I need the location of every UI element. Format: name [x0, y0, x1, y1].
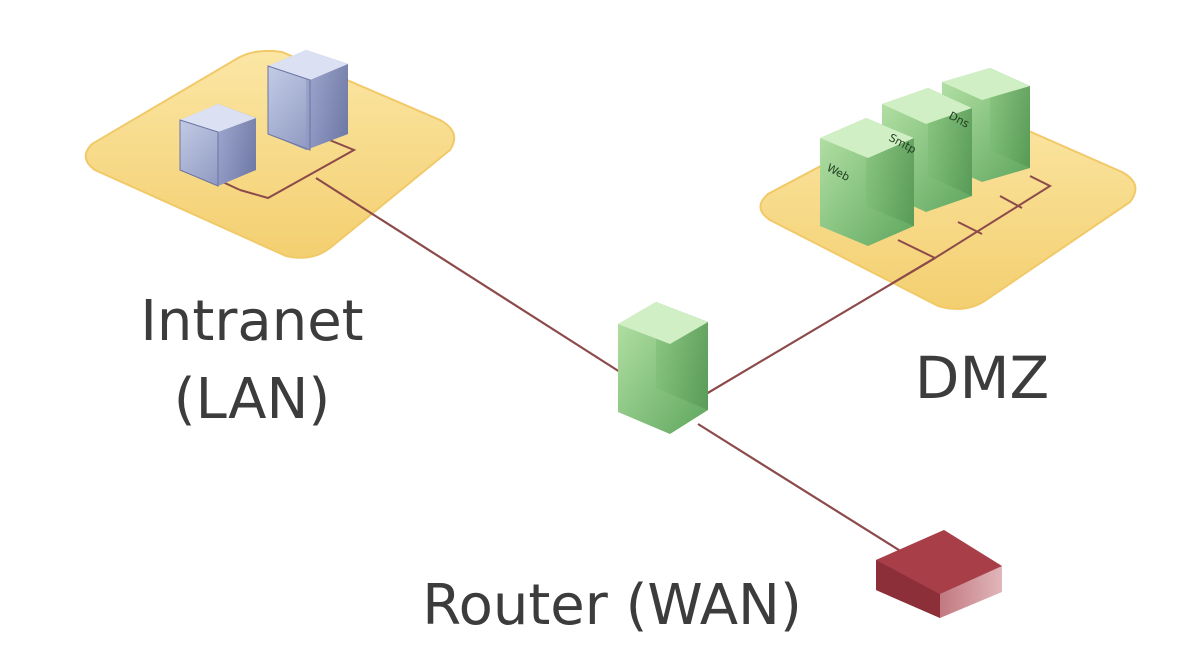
intranet-client-icon: [267, 50, 348, 151]
network-links: [315, 177, 936, 553]
router-label: Router (WAN): [422, 573, 802, 638]
dmz-server-web-icon: [820, 118, 914, 246]
intranet-client-icon: [179, 104, 256, 187]
dmz-label: DMZ: [915, 344, 1049, 412]
link-intranet-firewall: [315, 177, 621, 373]
dmz-internal-links: [897, 175, 1053, 260]
link-firewall-dmz: [705, 257, 936, 395]
link-firewall-router: [697, 423, 903, 553]
intranet-zone-platform: [84, 49, 456, 259]
router-icon: [876, 530, 1002, 618]
intranet-label-line1: Intranet: [140, 289, 363, 354]
intranet-label-line2: (LAN): [174, 367, 330, 432]
firewall-icon: [618, 302, 708, 434]
